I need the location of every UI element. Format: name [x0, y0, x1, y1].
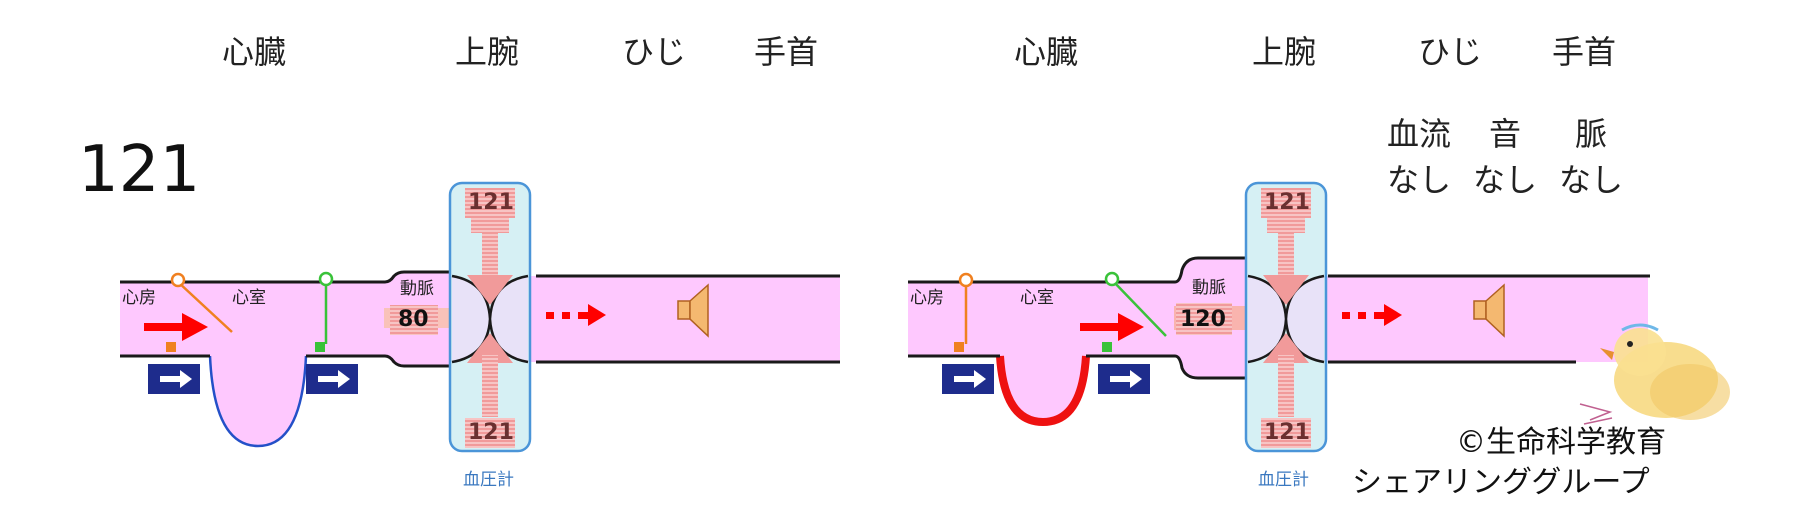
- arterial-pressure-box: [1176, 303, 1232, 335]
- artery-label: 動脈: [1192, 278, 1226, 298]
- header-upper-arm: 上腕: [1252, 33, 1317, 71]
- outflow-valve-hinge: [318, 271, 334, 287]
- inflow-valve-hinge: [958, 272, 974, 288]
- ventricle-wall: [996, 355, 1090, 427]
- cuff-pressure-reading: 121: [78, 133, 201, 207]
- cuff-top-value: 121: [468, 190, 514, 215]
- inflow-valve-base: [954, 342, 964, 352]
- ventricle-label: 心室: [232, 288, 266, 308]
- cuff-top-value: 121: [1264, 190, 1310, 215]
- right-arrow-icon: [1098, 364, 1150, 394]
- header-wrist: 手首: [754, 33, 819, 71]
- flow-arrow-dashed-icon: [546, 304, 606, 326]
- flow-arrow-dashed-icon: [1342, 304, 1402, 326]
- vessel-top-outline: [908, 256, 1248, 284]
- cuff-pressure-arrow-bottom: [467, 333, 513, 417]
- status-pulse-value: なし: [1558, 161, 1623, 199]
- atrium-label: 心房: [910, 288, 944, 308]
- vessel-bottom-outline: [120, 354, 456, 368]
- outflow-valve-base: [1102, 342, 1112, 352]
- artery-label: 動脈: [400, 279, 434, 299]
- cuff-bottom-value: 121: [1264, 420, 1310, 445]
- status-sound-title: 音: [1488, 115, 1521, 153]
- ventricle-label: 心室: [1020, 288, 1054, 308]
- header-upper-arm: 上腕: [455, 33, 520, 71]
- cuff-top-box: [465, 188, 515, 218]
- copyright-line-1: ©生命科学教育: [1456, 425, 1666, 460]
- outflow-valve-hinge: [1104, 271, 1120, 287]
- outflow-valve: [1111, 279, 1167, 337]
- arterial-pressure-box: [390, 305, 438, 335]
- inflow-valve-base: [166, 342, 176, 352]
- cuff-bottom-value: 121: [468, 420, 514, 445]
- arterial-pressure-value: 80: [398, 307, 429, 332]
- arterial-pressure-value: 120: [1180, 307, 1226, 332]
- status-blood-flow-title: 血流: [1386, 115, 1451, 153]
- speaker-icon: [1473, 283, 1505, 338]
- status-blood-flow-value: なし: [1386, 161, 1451, 199]
- inflow-valve: [177, 281, 233, 333]
- gauge-label: 血圧計: [463, 470, 514, 490]
- status-pulse-title: 脈: [1574, 115, 1607, 153]
- speaker-icon: [677, 283, 709, 338]
- cuff-pressure-arrow-bottom: [1263, 333, 1309, 417]
- flow-arrow-icon: [1080, 313, 1144, 341]
- outflow-valve-base: [315, 342, 325, 352]
- right-arrow-icon: [306, 364, 358, 394]
- header-wrist: 手首: [1552, 33, 1617, 71]
- cuff-top-box: [1261, 188, 1311, 218]
- header-elbow: ひじ: [1418, 33, 1483, 71]
- duck-icon: [1579, 323, 1730, 425]
- header-elbow: ひじ: [622, 33, 687, 71]
- ventricle-pocket: [1000, 356, 1086, 422]
- compressed-artery-wall: [1247, 274, 1325, 364]
- compressed-artery-wall: [451, 274, 529, 364]
- copyright-line-2: シェアリンググループ: [1352, 465, 1650, 500]
- status-sound-value: なし: [1472, 161, 1537, 199]
- vessel-top-outline: [120, 270, 456, 284]
- ventricle-wall: [208, 355, 308, 448]
- gauge-label: 血圧計: [1258, 470, 1309, 490]
- cuff-bottom-box: [1261, 418, 1311, 448]
- header-heart: 心臓: [1014, 33, 1079, 71]
- flow-arrow-icon: [144, 313, 208, 341]
- atrium-label: 心房: [122, 288, 156, 308]
- right-arrow-icon: [942, 364, 994, 394]
- vessel-bottom-outline: [908, 354, 1248, 380]
- header-heart: 心臓: [222, 33, 287, 71]
- inflow-valve-hinge: [170, 272, 186, 288]
- ventricle-pocket: [210, 356, 306, 446]
- right-arrow-icon: [148, 364, 200, 394]
- cuff-bottom-box: [465, 418, 515, 448]
